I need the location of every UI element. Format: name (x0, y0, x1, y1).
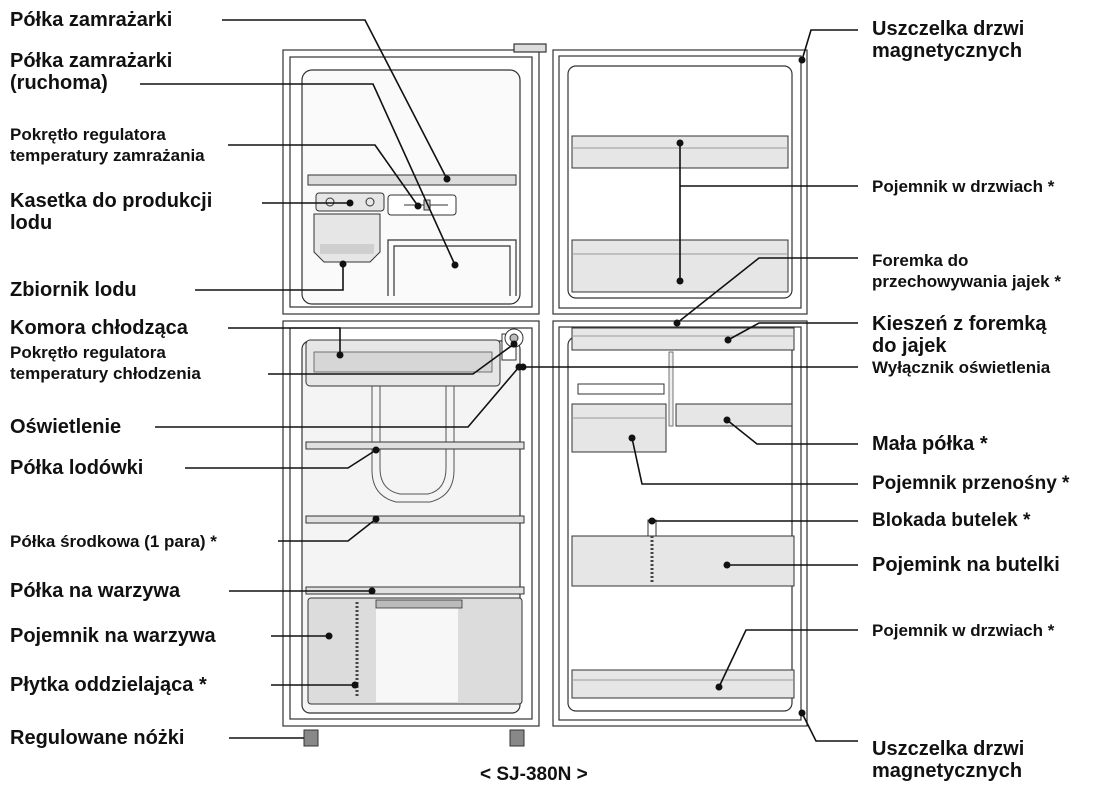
label-fridge-knob-line1: Pokrętło regulatora (10, 343, 166, 362)
fridge-door-pocket-bottom (571, 669, 795, 699)
label-egg-pocket-line2: do jajek (872, 335, 947, 357)
label-chiller: Komora chłodząca (10, 317, 188, 339)
label-door-seal-top-line1: Uszczelka drzwi (872, 18, 1025, 40)
label-middle-shelf: Półka środkowa (1 para) * (10, 532, 217, 551)
label-door-seal-bottom: Uszczelka drzwi magnetycznych (872, 738, 1024, 782)
label-ice-tray: Kasetka do produkcji lodu (10, 190, 212, 234)
label-divider-plate: Płytka oddzielająca * (10, 674, 207, 696)
label-portable-pocket: Pojemnik przenośny * (872, 473, 1070, 494)
label-freezer-shelf-movable: Półka zamrażarki (ruchoma) (10, 50, 172, 94)
fridge-door (552, 320, 808, 727)
freezer-knob (387, 194, 457, 216)
leader-dots (325, 56, 806, 717)
label-door-seal-top-line2: magnetycznych (872, 40, 1023, 62)
label-bottle-pocket: Pojemink na butelki (872, 554, 1060, 576)
small-shelf (675, 403, 793, 427)
fridge-back-duct (371, 386, 455, 503)
label-door-pocket-top: Pojemnik w drzwiach * (872, 177, 1055, 196)
freezer-shelf (307, 174, 517, 186)
label-crisper-shelf: Półka na warzywa (10, 580, 181, 602)
adjustable-feet (303, 729, 525, 747)
label-light: Oświetlenie (10, 416, 122, 438)
label-door-seal-bottom-line1: Uszczelka drzwi (872, 738, 1025, 760)
door-divider-rod (668, 351, 674, 427)
label-ice-tray-line2: lodu (10, 212, 53, 234)
label-freezer-shelf-movable-line1: Półka zamrażarki (10, 50, 173, 72)
label-bottle-stopper: Blokada butelek * (872, 510, 1031, 531)
freezer-shelf-movable (387, 239, 517, 296)
fridge-shelf (305, 441, 525, 450)
label-freezer-knob-line2: temperatury zamrażania (10, 146, 205, 165)
label-egg-holder: Foremka do przechowywania jajek * (872, 250, 1061, 292)
label-door-pocket-bottom: Pojemnik w drzwiach * (872, 621, 1055, 640)
label-ice-tray-line1: Kasetka do produkcji (10, 190, 213, 212)
label-fridge-knob: Pokrętło regulatora temperatury chłodzen… (10, 342, 201, 384)
label-freezer-knob: Pokrętło regulatora temperatury zamrażan… (10, 124, 205, 166)
label-freezer-shelf: Półka zamrażarki (10, 9, 173, 31)
label-adjustable-feet: Regulowane nóżki (10, 727, 185, 749)
label-fridge-shelf: Półka lodówki (10, 457, 144, 479)
label-small-shelf: Mała półka * (872, 433, 988, 455)
label-freezer-knob-line1: Pokrętło regulatora (10, 125, 166, 144)
label-egg-pocket: Kieszeń z foremką do jajek (872, 313, 1047, 357)
label-fridge-knob-line2: temperatury chłodzenia (10, 364, 201, 383)
label-freezer-shelf-movable-line2: (ruchoma) (10, 72, 108, 94)
label-egg-holder-line1: Foremka do (872, 251, 969, 270)
middle-shelf (305, 515, 525, 524)
label-vegetable-crisper: Pojemnik na warzywa (10, 625, 216, 647)
label-light-switch: Wyłącznik oświetlenia (872, 358, 1051, 377)
chiller-compartment (305, 339, 501, 387)
leader-lines (140, 19, 858, 742)
ice-bin (313, 213, 381, 263)
egg-pocket (571, 327, 795, 351)
model-caption: < SJ-380N > (480, 764, 588, 785)
label-door-seal-bottom-line2: magnetycznych (872, 760, 1023, 782)
label-egg-pocket-line1: Kieszeń z foremką (872, 313, 1047, 335)
label-door-seal-top: Uszczelka drzwi magnetycznych (872, 18, 1024, 62)
label-egg-holder-line2: przechowywania jajek * (872, 272, 1061, 291)
bottle-pocket (571, 535, 795, 587)
vegetable-crisper (307, 597, 523, 705)
portable-pocket (571, 383, 667, 453)
label-ice-bin: Zbiornik lodu (10, 279, 137, 301)
fridge-knob (501, 328, 524, 361)
